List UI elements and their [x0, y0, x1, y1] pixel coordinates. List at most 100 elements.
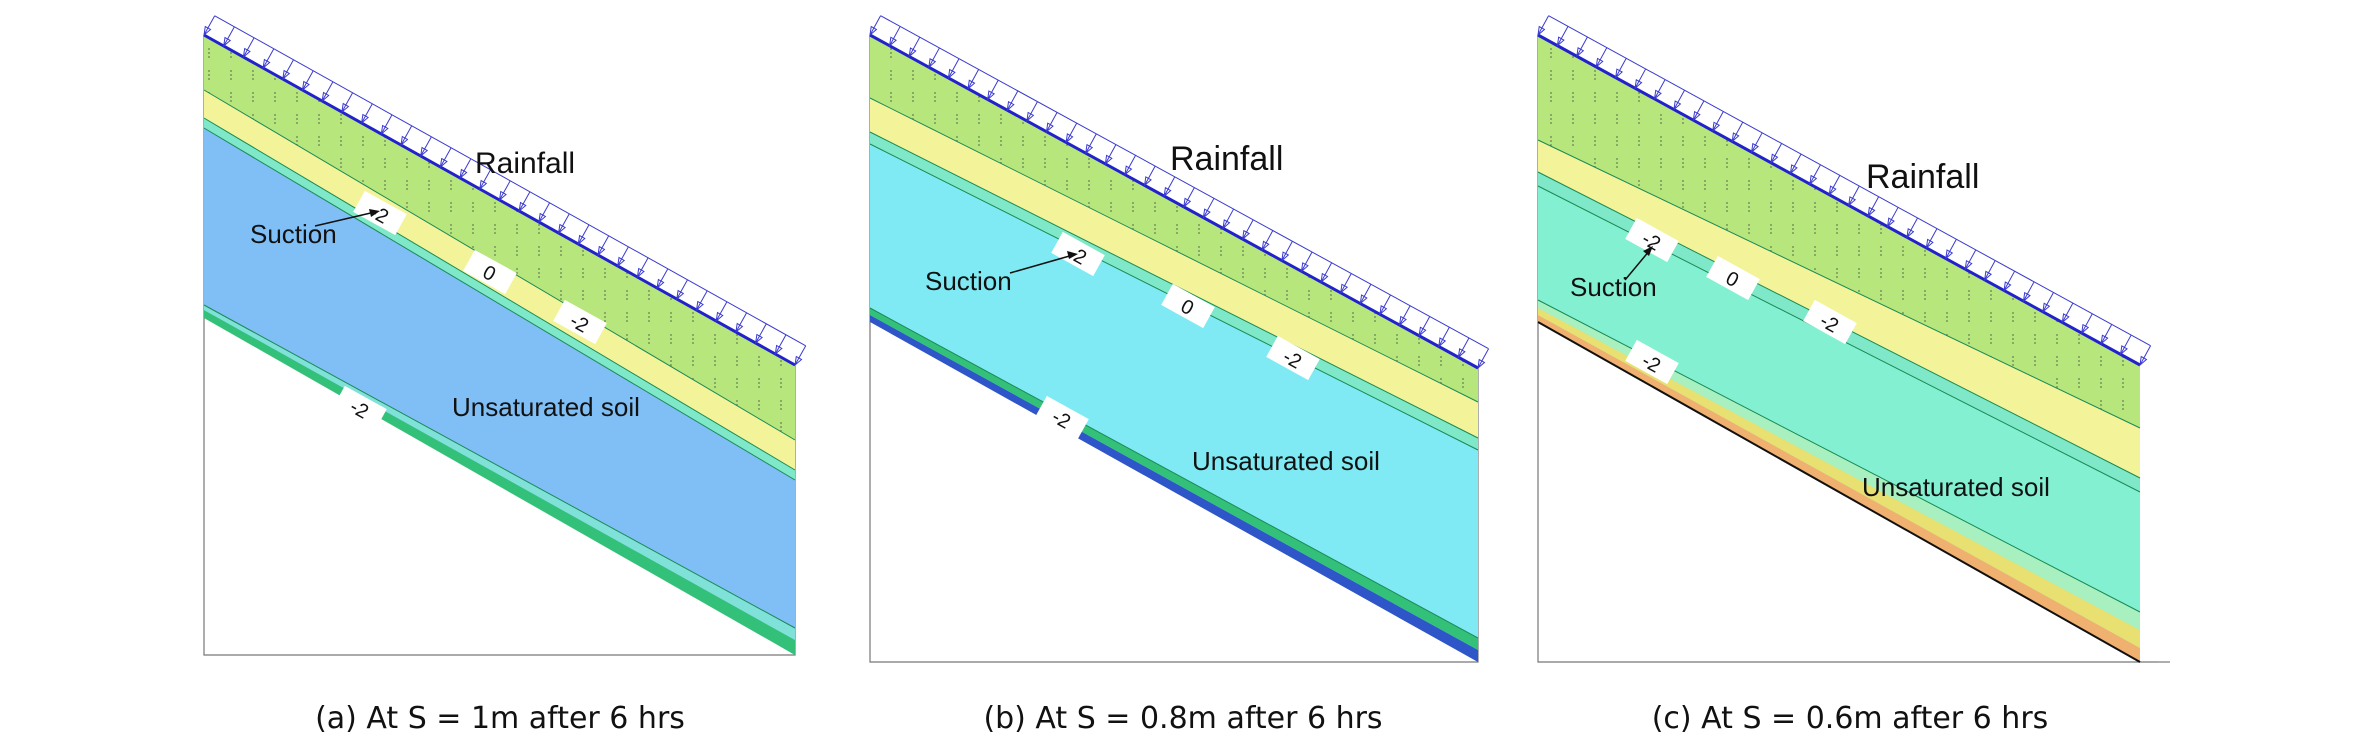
rainfall-arrow — [1537, 15, 1550, 36]
rainfall-guide-line — [880, 15, 1489, 350]
rainfall-arrow — [1809, 164, 1821, 185]
rainfall-arrowhead — [735, 322, 744, 334]
rainfall-arrowhead — [1438, 337, 1447, 348]
rainfall-label: Rainfall — [1866, 158, 1979, 196]
rainfall-arrow — [1124, 155, 1136, 175]
rainfall-arrow — [1964, 249, 1977, 270]
rainfall-arrow — [518, 191, 531, 212]
rainfall-arrowhead — [1809, 174, 1818, 186]
rainfall-arrowhead — [2061, 313, 2070, 324]
rainfall-arrowhead — [1065, 133, 1074, 144]
rainfall-arrow — [1712, 111, 1724, 132]
rainfall-arrow — [928, 47, 940, 68]
rainfall-arrowhead — [1418, 326, 1427, 338]
rainfall-arrow — [439, 147, 452, 168]
rainfall-arrowhead — [2100, 334, 2109, 345]
rainfall-arrowhead — [1653, 89, 1662, 101]
rainfall-arrow — [577, 224, 590, 245]
rainfall-arrow — [1359, 284, 1372, 304]
rainfall-arrow — [1945, 239, 1957, 259]
rainfall-arrow — [1202, 198, 1215, 218]
contour-label: 0 — [1161, 283, 1215, 329]
rainfall-arrowhead — [1477, 358, 1486, 370]
rainfall-arrowhead — [1983, 270, 1992, 282]
rainfall-arrowhead — [223, 36, 232, 48]
rainfall-arrow — [380, 114, 393, 135]
rainfall-arrow — [2003, 270, 2016, 291]
rainfall-arrow — [1867, 196, 1880, 217]
suction-label: Suction — [925, 266, 1012, 296]
bottom-band — [1538, 315, 2140, 662]
rainfall-arrowhead — [908, 47, 917, 58]
rainfall-arrow — [499, 180, 511, 201]
rainfall-arrowhead — [538, 212, 547, 224]
rainfall-arrowhead — [1556, 36, 1565, 47]
rainfall-arrowhead — [1576, 47, 1585, 58]
rainfall-arrowhead — [1026, 111, 1035, 123]
contour-line — [203, 127, 796, 481]
rainfall-arrowhead — [928, 57, 937, 69]
rainfall-arrowhead — [1104, 154, 1113, 166]
slope-toe-line — [1537, 321, 2141, 663]
panel-a: -2 0 -2 -2 Rainfall Suction Unsaturated … — [203, 15, 807, 736]
rainfall-arrow — [459, 158, 472, 179]
rainfall-arrowhead — [1673, 100, 1682, 111]
rainfall-arrows — [203, 15, 807, 367]
rainfall-arrow — [676, 279, 688, 300]
rainfall-arrowhead — [1457, 348, 1466, 359]
contour-label: -2 — [1803, 299, 1857, 345]
rainfall-arrow — [361, 103, 373, 124]
rainfall-arrow — [2100, 324, 2113, 344]
contour-line — [203, 117, 796, 471]
rainfall-arrow — [617, 246, 629, 267]
rainfall-arrowhead — [617, 256, 626, 268]
rainfall-arrowhead — [2003, 281, 2012, 292]
rainfall-arrow — [869, 15, 882, 36]
rainfall-arrowhead — [380, 124, 389, 136]
panel-caption: (c) At S = 0.6m after 6 hrs — [1652, 701, 2049, 736]
rainfall-arrow — [1104, 144, 1117, 165]
rainfall-arrow — [2081, 313, 2093, 334]
rainfall-arrow — [1046, 112, 1058, 132]
rainfall-arrow — [735, 312, 748, 333]
rainfall-arrowhead — [2042, 302, 2051, 314]
rainfall-arrowhead — [695, 300, 704, 312]
panel-b: -2 0 -2 -2 Rainfall Suction Unsaturated … — [869, 15, 1490, 736]
rainfall-arrow — [1634, 68, 1647, 89]
rainfall-arrow — [908, 36, 921, 57]
rainfall-arrowhead — [656, 278, 665, 290]
rainfall-arrow — [1906, 217, 1918, 238]
suction-arrow — [314, 211, 376, 227]
contour-label: -2 — [333, 385, 387, 431]
rainfall-arrow — [1301, 251, 1313, 272]
rainfall-arrows — [1537, 15, 2152, 367]
rainfall-arrow — [1340, 273, 1352, 294]
unsaturated-soil-label: Unsaturated soil — [452, 392, 640, 422]
rainfall-arrow — [302, 70, 314, 91]
rainfall-arrow — [1379, 294, 1391, 315]
rainfall-arrow — [1615, 58, 1627, 78]
rainfall-arrow — [1320, 262, 1333, 283]
rainfall-arrow — [774, 334, 787, 355]
rainfall-arrow — [1457, 337, 1470, 358]
rainfall-arrow — [987, 79, 999, 100]
rainfall-arrowhead — [947, 68, 956, 80]
rainfall-arrowhead — [1379, 305, 1388, 316]
rainfall-arrowhead — [1634, 78, 1643, 90]
rainfall-arrowhead — [1828, 185, 1837, 196]
rainfall-arrow — [420, 136, 432, 157]
rainfall-arrow — [1242, 219, 1254, 240]
rainfall-arrow — [1477, 348, 1490, 369]
unsaturated-soil-label: Unsaturated soil — [1192, 446, 1380, 476]
rainfall-arrowhead — [1906, 228, 1915, 239]
rainfall-arrowhead — [1848, 196, 1857, 207]
rainfall-arrow — [282, 59, 294, 80]
rainfall-arrow — [2120, 334, 2132, 355]
bottom-band — [870, 308, 1478, 650]
rainfall-boundary — [1537, 33, 2141, 367]
rainfall-arrow — [400, 125, 413, 146]
rainfall-arrowhead — [1320, 272, 1329, 284]
rainfall-arrowhead — [459, 168, 468, 180]
rainfall-arrowhead — [1789, 164, 1798, 175]
rain-infiltration-hatch — [870, 35, 1478, 402]
